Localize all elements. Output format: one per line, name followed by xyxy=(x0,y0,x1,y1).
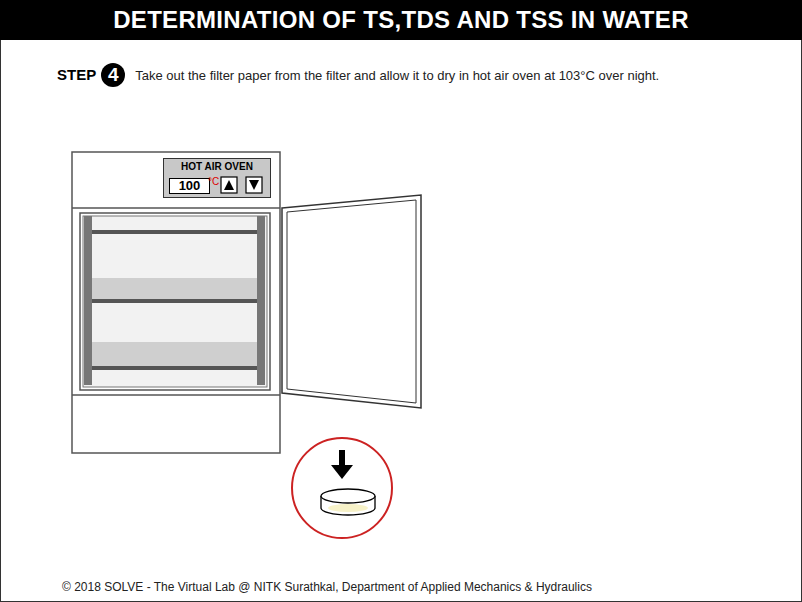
footer: © 2018 SOLVE - The Virtual Lab @ NITK Su… xyxy=(62,580,592,594)
step-number: 4 xyxy=(108,64,119,85)
control-panel: HOT AIR OVEN 100°C xyxy=(163,158,271,198)
oven-divider xyxy=(72,207,280,209)
petri-dish-rim xyxy=(321,489,375,503)
title: DETERMINATION OF TS,TDS AND TSS IN WATER xyxy=(113,6,689,34)
shelf xyxy=(92,366,257,370)
oven-door xyxy=(282,195,421,408)
callout-circle xyxy=(292,438,392,538)
instruction: Take out the filter paper from the filte… xyxy=(135,68,659,83)
panel-title: HOT AIR OVEN xyxy=(164,159,270,172)
step-word: STEP xyxy=(57,66,96,83)
step-line: STEP 4 Take out the filter paper from the … xyxy=(52,60,780,90)
title-bar xyxy=(0,0,802,40)
title-wrap: DETERMINATION OF TS,TDS AND TSS IN WATER xyxy=(0,0,802,40)
step-number-circle: 4 xyxy=(101,63,125,87)
shelf xyxy=(92,299,257,303)
down-arrow xyxy=(339,450,345,466)
filter-paper xyxy=(328,504,368,512)
shelf-band xyxy=(92,278,257,302)
display-value: 100 xyxy=(170,179,209,192)
shelf xyxy=(92,230,257,234)
oven-inner xyxy=(83,216,267,387)
unit-label: °C xyxy=(208,176,219,187)
down-arrow xyxy=(331,465,353,479)
oven-divider xyxy=(72,394,280,396)
oven-chamber xyxy=(80,213,270,390)
oven-rail xyxy=(84,216,92,385)
oven-body xyxy=(72,152,280,453)
oven-rail xyxy=(257,216,265,385)
oven-door-inner xyxy=(287,200,416,403)
shelf-band xyxy=(92,342,257,366)
temperature-display: 100 xyxy=(169,178,210,194)
